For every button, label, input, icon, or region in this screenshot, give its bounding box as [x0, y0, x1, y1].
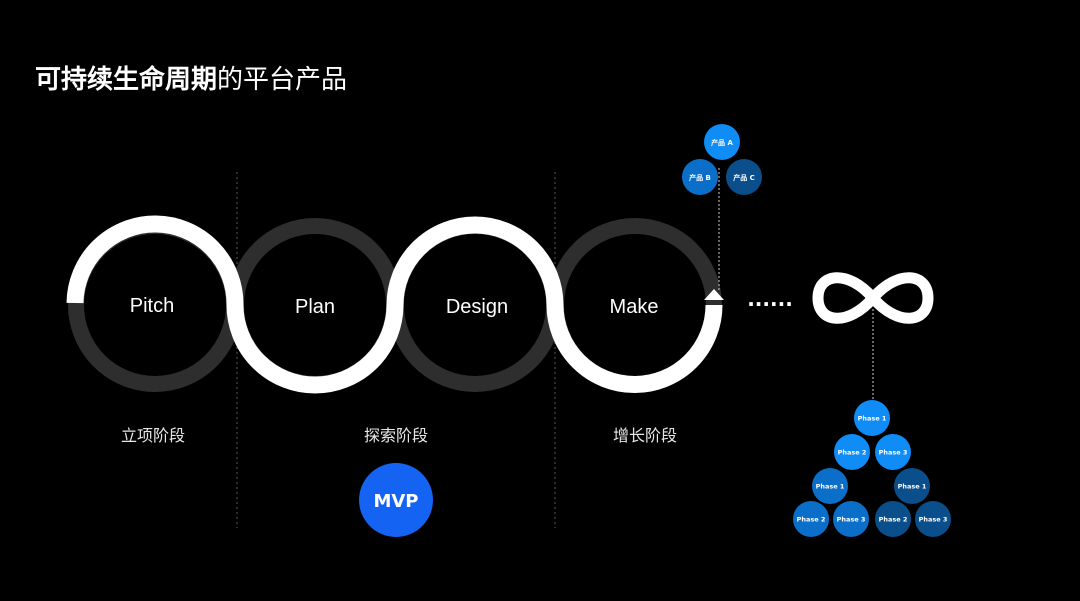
path-arrowhead	[704, 289, 724, 300]
product-a-node	[704, 124, 740, 160]
product-a-label: 产品 A	[711, 138, 733, 147]
phase-label-pitch: Pitch	[130, 295, 174, 317]
phase-tree-node	[894, 468, 930, 504]
phase-tree-node	[915, 501, 951, 537]
phase-tree-node	[875, 501, 911, 537]
product-b-node	[682, 159, 718, 195]
stage-label-initiation: 立项阶段	[121, 426, 185, 445]
phase-tree-label: Phase 1	[858, 415, 887, 423]
stage-label-growth: 增长阶段	[613, 426, 677, 445]
product-c-node	[726, 159, 762, 195]
stage-label-exploration: 探索阶段	[364, 426, 428, 445]
phase-tree-node	[833, 501, 869, 537]
phase-tree-label: Phase 2	[838, 449, 867, 457]
infinity-icon	[812, 272, 934, 324]
phase-label-make: Make	[610, 296, 659, 318]
phase-tree-node	[812, 468, 848, 504]
product-b-label: 产品 B	[689, 173, 711, 182]
title-strong: 可持续生命周期	[35, 65, 218, 95]
phase-tree-label: Phase 3	[919, 516, 948, 524]
phase-label-design: Design	[446, 296, 508, 318]
phase-tree-label: Phase 1	[816, 483, 845, 491]
slide-title: 可持续生命周期的平台产品	[35, 62, 347, 98]
mvp-label: MVP	[373, 491, 418, 512]
continuation-dots: ......	[747, 287, 793, 311]
phase-tree-node	[854, 400, 890, 436]
title-light: 的平台产品	[217, 65, 348, 95]
mvp-badge	[359, 463, 433, 537]
phase-label-plan: Plan	[295, 296, 335, 318]
phase-tree-label: Phase 2	[797, 516, 826, 524]
phase-tree-node	[834, 434, 870, 470]
phase-tree-label: Phase 3	[837, 516, 866, 524]
phase-tree-label: Phase 2	[879, 516, 908, 524]
phase-tree-node	[793, 501, 829, 537]
phase-tree: Phase 1 Phase 2 Phase 3 Phase 1 Phase 1 Phase…	[793, 400, 951, 537]
phase-tree-node	[875, 434, 911, 470]
product-c-label: 产品 C	[733, 173, 755, 182]
phase-tree-label: Phase 1	[898, 483, 927, 491]
lifecycle-path	[66, 215, 723, 394]
phase-tree-label: Phase 3	[879, 449, 908, 457]
